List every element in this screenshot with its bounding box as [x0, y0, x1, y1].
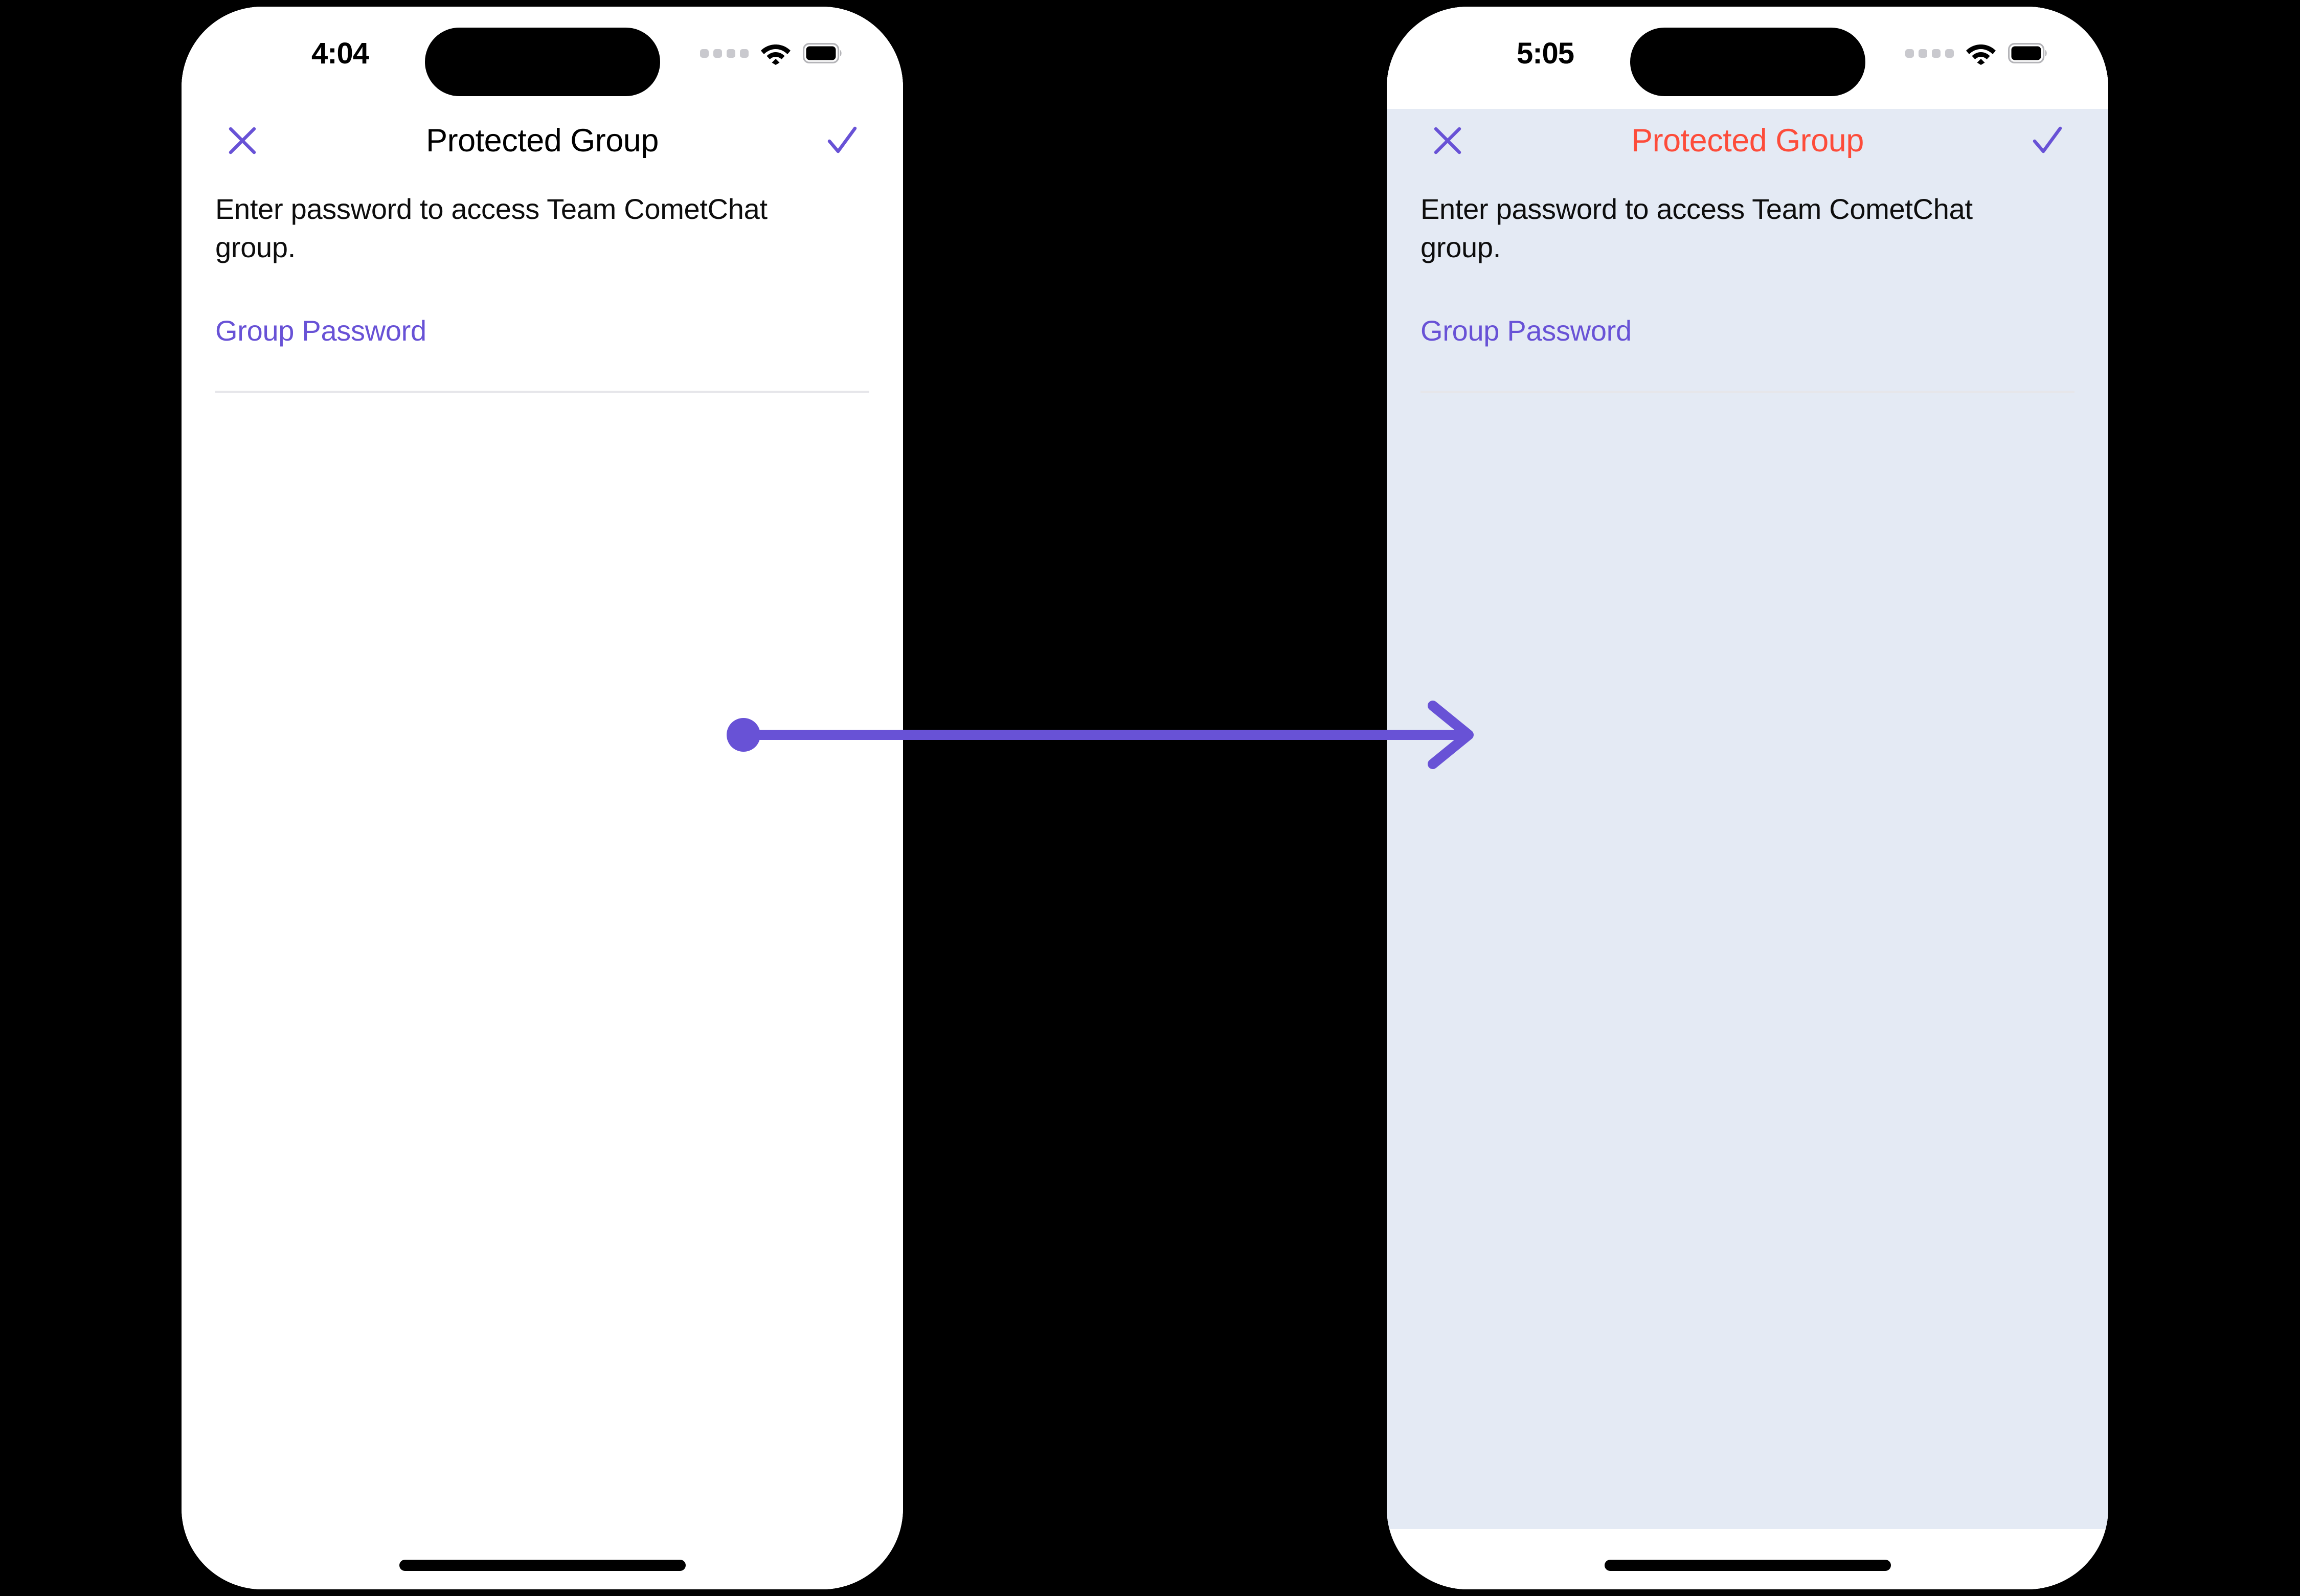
- group-password-field[interactable]: Group Password: [1420, 313, 2074, 393]
- group-password-label: Group Password: [1420, 314, 1632, 347]
- screen-content: Enter password to access Team CometChat …: [182, 172, 903, 1529]
- home-indicator-area: [1387, 1529, 2108, 1589]
- battery-icon: [2008, 43, 2048, 63]
- cellular-signal-icon: [700, 49, 749, 58]
- status-time: 5:05: [1516, 37, 1574, 70]
- page-title: Protected Group: [426, 122, 659, 159]
- cellular-signal-icon: [1905, 49, 1954, 58]
- group-password-input[interactable]: [215, 348, 869, 380]
- status-bar: 4:04: [182, 7, 903, 109]
- home-indicator[interactable]: [1604, 1560, 1891, 1571]
- status-time: 4:04: [311, 37, 369, 70]
- check-icon[interactable]: [819, 118, 865, 164]
- page-title: Protected Group: [1631, 122, 1864, 159]
- app-header: Protected Group: [182, 109, 903, 172]
- group-password-field[interactable]: Group Password: [215, 313, 869, 393]
- screen-content: Enter password to access Team CometChat …: [1387, 172, 2108, 1529]
- status-indicators: [700, 38, 843, 68]
- close-icon[interactable]: [219, 118, 265, 164]
- group-password-input[interactable]: [1420, 348, 2074, 380]
- field-underline: [215, 391, 869, 393]
- group-password-label: Group Password: [215, 314, 426, 347]
- screen-after: 5:05: [1387, 7, 2108, 1589]
- phone-mockup-after: 5:05: [1387, 7, 2108, 1589]
- wifi-icon: [1965, 41, 1997, 65]
- field-underline: [1420, 391, 2074, 393]
- check-icon[interactable]: [2024, 118, 2070, 164]
- description-text: Enter password to access Team CometChat …: [1420, 193, 1973, 264]
- screen-before: 4:04: [182, 7, 903, 1589]
- description-text: Enter password to access Team CometChat …: [215, 193, 768, 264]
- battery-icon: [803, 43, 843, 63]
- dynamic-island: [1630, 28, 1865, 96]
- status-bar: 5:05: [1387, 7, 2108, 109]
- content-spacer: [1420, 393, 2074, 1529]
- content-spacer: [215, 393, 869, 1529]
- dynamic-island: [424, 28, 660, 96]
- wifi-icon: [760, 41, 792, 65]
- status-indicators: [1905, 38, 2048, 68]
- app-header: Protected Group: [1387, 109, 2108, 172]
- close-icon[interactable]: [1425, 118, 1471, 164]
- home-indicator[interactable]: [399, 1560, 686, 1571]
- phone-mockup-before: 4:04: [182, 7, 903, 1589]
- home-indicator-area: [182, 1529, 903, 1589]
